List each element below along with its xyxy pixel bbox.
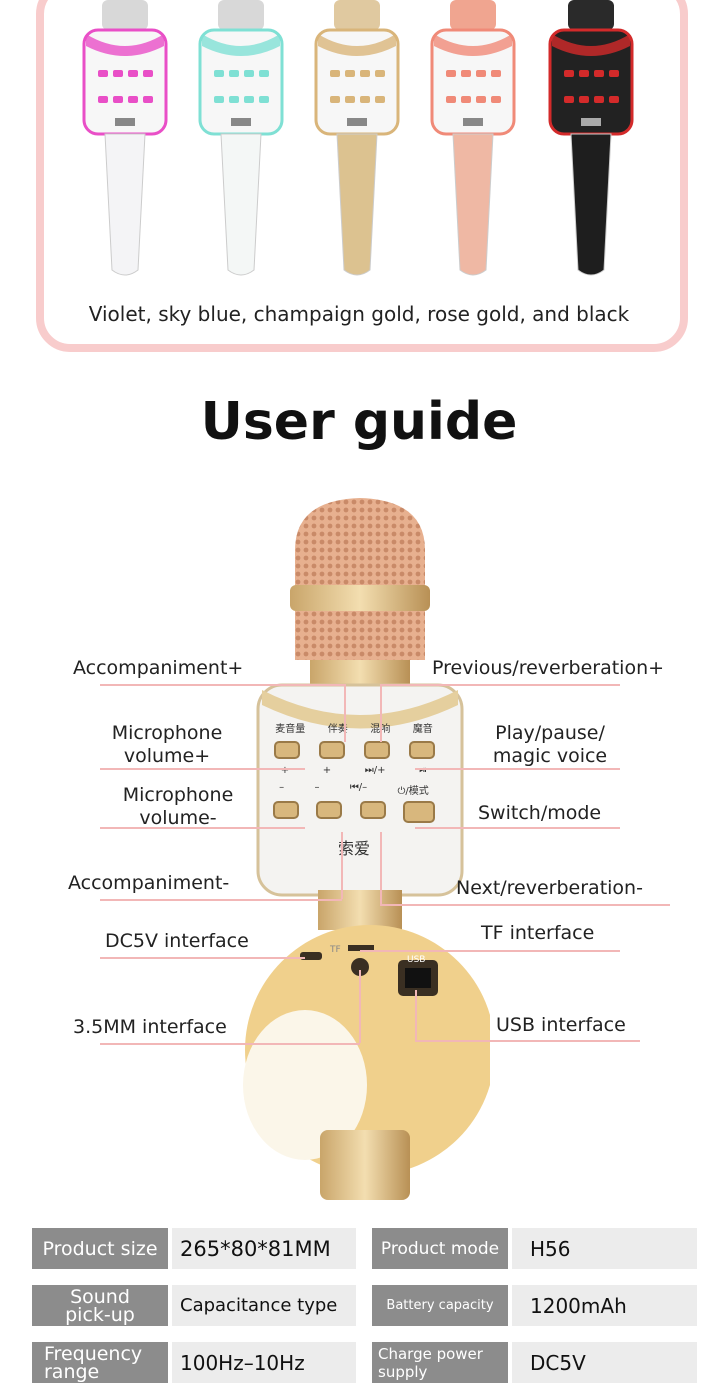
next-plus-sign: ⏭/+ bbox=[364, 765, 386, 776]
label-dc5v: DC5V interface bbox=[105, 930, 249, 952]
accompaniment-down-button[interactable] bbox=[316, 801, 343, 819]
previous-button[interactable] bbox=[363, 741, 390, 759]
play-pause-button[interactable] bbox=[408, 741, 435, 759]
spec-value: 100Hz–10Hz bbox=[172, 1342, 356, 1383]
next-button[interactable] bbox=[359, 801, 386, 819]
button-panel: 麦音量 伴奏 混响 魔音 + + ⏭/+ ⏯ – – ⏮/– ⏻/模式 索爱 bbox=[264, 720, 444, 859]
label-next-reverberation: Next/reverberation- bbox=[456, 877, 643, 899]
page-title: User guide bbox=[200, 392, 518, 452]
accompaniment-label: 伴奏 bbox=[327, 724, 348, 735]
spec-value: Capacitance type bbox=[172, 1285, 356, 1326]
plus-sign: + bbox=[280, 765, 290, 776]
play-pause-icon: ⏯ bbox=[419, 765, 428, 776]
usb-port-label: USB bbox=[407, 955, 426, 965]
minus-sign: – bbox=[279, 782, 285, 793]
spec-label: Frequency range bbox=[32, 1342, 168, 1383]
prev-minus-sign: ⏮/– bbox=[349, 782, 368, 793]
label-usb: USB interface bbox=[496, 1014, 626, 1036]
label-play-pause: Play/pause/magic voice bbox=[492, 722, 608, 767]
label-tf: TF interface bbox=[481, 922, 595, 944]
label-accompaniment-minus: Accompaniment- bbox=[68, 872, 230, 894]
spec-label: Product mode bbox=[372, 1228, 508, 1269]
spec-label: Product size bbox=[32, 1228, 168, 1269]
microphone-variant-violet bbox=[80, 0, 170, 282]
plus-sign: + bbox=[322, 765, 332, 776]
tf-port-label: TF bbox=[330, 945, 341, 955]
label-previous-reverberation: Previous/reverberation+ bbox=[432, 657, 665, 679]
spec-label: Battery capacity bbox=[372, 1285, 508, 1326]
mic-volume-label: 麦音量 bbox=[275, 724, 306, 735]
spec-value: H56 bbox=[512, 1228, 697, 1269]
microphone-variant-black bbox=[546, 0, 636, 282]
mic-volume-up-button[interactable] bbox=[273, 741, 300, 759]
color-variants-frame bbox=[36, 0, 688, 352]
microphone-variant-rose-gold bbox=[428, 0, 518, 282]
microphone-illustration bbox=[243, 498, 490, 1200]
power-mode-label: ⏻/模式 bbox=[397, 786, 429, 797]
microphone-variant-sky-blue bbox=[196, 0, 286, 282]
spec-value: 1200mAh bbox=[512, 1285, 697, 1326]
accompaniment-up-button[interactable] bbox=[318, 741, 345, 759]
mic-volume-down-button[interactable] bbox=[272, 801, 299, 819]
spec-value: 265*80*81MM bbox=[172, 1228, 356, 1269]
brand-logo: 索爱 bbox=[337, 839, 370, 858]
label-accompaniment-plus: Accompaniment+ bbox=[73, 657, 244, 679]
microphone-variant-champaign-gold bbox=[312, 0, 402, 282]
magic-voice-label: 魔音 bbox=[412, 724, 433, 735]
label-switch-mode: Switch/mode bbox=[478, 802, 602, 824]
mode-button[interactable] bbox=[403, 801, 436, 823]
label-3-5mm: 3.5MM interface bbox=[73, 1016, 227, 1038]
color-variants-caption: Violet, sky blue, champaign gold, rose g… bbox=[88, 302, 630, 326]
spec-value: DC5V bbox=[512, 1342, 697, 1383]
minus-sign: – bbox=[314, 782, 320, 793]
spec-label: Sound pick-up bbox=[32, 1285, 168, 1326]
spec-label: Charge power supply bbox=[372, 1342, 508, 1383]
